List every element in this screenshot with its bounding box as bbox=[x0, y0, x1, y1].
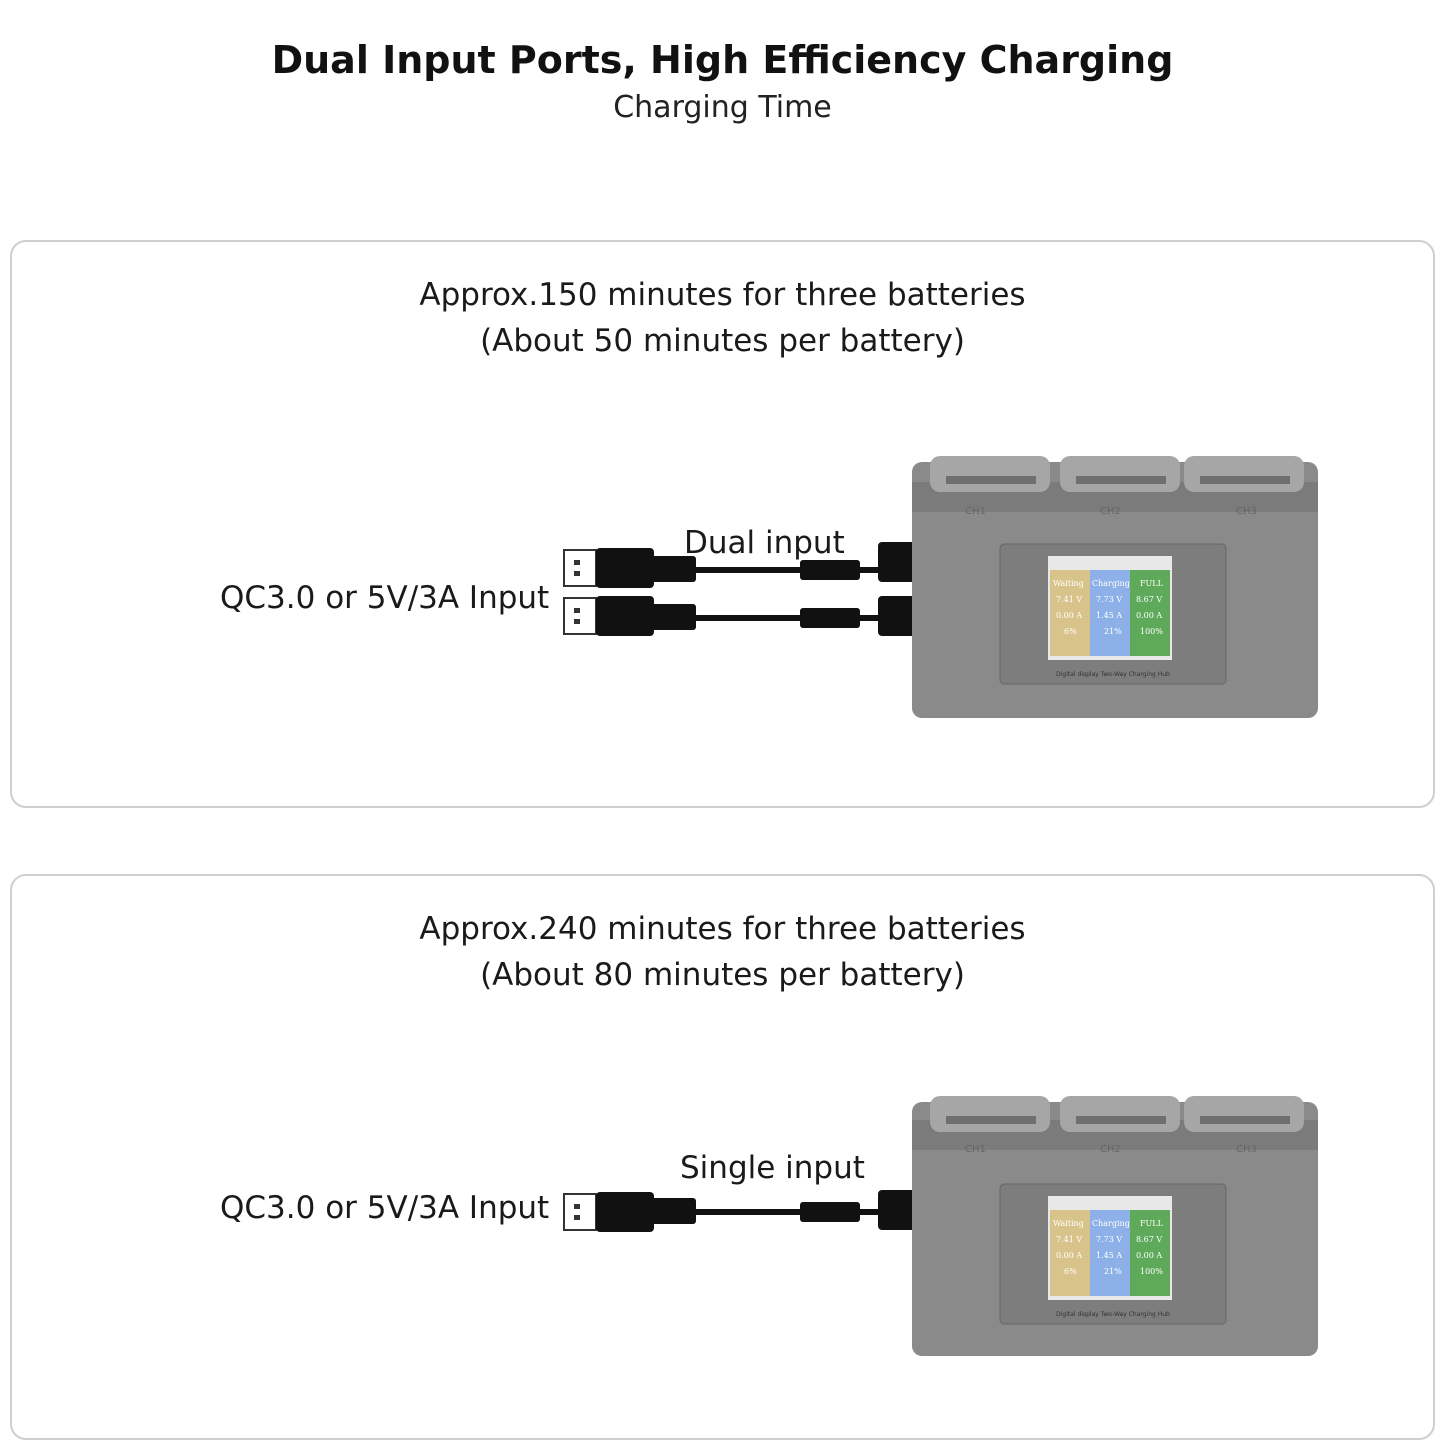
page-subtitle: Charging Time bbox=[613, 90, 832, 125]
screen-percent: 6% bbox=[1064, 627, 1077, 636]
charging-hub-body: CH1 CH2 CH3 Waiting Charging FULL 7.41 V… bbox=[912, 1096, 1318, 1356]
dual-input-panel: Approx.150 minutes for three batteries (… bbox=[10, 240, 1435, 808]
screen-status: Charging bbox=[1092, 579, 1130, 588]
usb-plug-icon bbox=[563, 596, 654, 636]
charging-hub-illustration: CH1 CH2 CH3 Waiting Charging FULL 7.41 V… bbox=[563, 456, 1318, 718]
screen-voltage: 7.41 V bbox=[1056, 595, 1082, 604]
charging-time-total: Approx.150 minutes for three batteries bbox=[419, 277, 1026, 313]
screen-caption: Digital display Two-Way Charging Hub bbox=[1056, 1311, 1170, 1318]
screen-percent: 21% bbox=[1104, 1267, 1122, 1276]
page-title: Dual Input Ports, High Efficiency Chargi… bbox=[271, 38, 1174, 82]
charging-hub-body: CH1 CH2 CH3 Waiting Charging FULL 7.41 V… bbox=[912, 456, 1318, 718]
channel-label: CH3 bbox=[1236, 1144, 1257, 1155]
screen-current: 0.00 A bbox=[1056, 611, 1082, 620]
screen-percent: 21% bbox=[1104, 627, 1122, 636]
screen-status: FULL bbox=[1140, 1219, 1164, 1228]
charging-hub-illustration: CH1 CH2 CH3 Waiting Charging FULL 7.41 V… bbox=[563, 1096, 1318, 1356]
usb-plug-icon bbox=[563, 548, 654, 588]
channel-label: CH2 bbox=[1100, 506, 1121, 517]
screen-current: 0.00 A bbox=[1136, 611, 1162, 620]
screen-percent: 100% bbox=[1140, 627, 1163, 636]
channel-label: CH2 bbox=[1100, 1144, 1121, 1155]
screen-status: FULL bbox=[1140, 579, 1164, 588]
channel-label: CH3 bbox=[1236, 506, 1257, 517]
screen-voltage: 8.67 V bbox=[1136, 595, 1162, 604]
input-mode-label: Dual input bbox=[684, 525, 845, 561]
channel-label: CH1 bbox=[965, 506, 986, 517]
usb-plug-icon bbox=[563, 1192, 654, 1232]
channel-label: CH1 bbox=[965, 1144, 986, 1155]
screen-status: Waiting bbox=[1053, 1219, 1084, 1228]
screen-status: Charging bbox=[1092, 1219, 1130, 1228]
screen-voltage: 7.73 V bbox=[1096, 595, 1122, 604]
input-mode-label: Single input bbox=[680, 1150, 865, 1186]
screen-percent: 100% bbox=[1140, 1267, 1163, 1276]
single-input-panel: Approx.240 minutes for three batteries (… bbox=[10, 874, 1435, 1440]
charging-time-per-battery: (About 80 minutes per battery) bbox=[480, 957, 965, 993]
screen-caption: Digital display Two-Way Charging Hub bbox=[1056, 671, 1170, 678]
screen-voltage: 7.41 V bbox=[1056, 1235, 1082, 1244]
screen-voltage: 7.73 V bbox=[1096, 1235, 1122, 1244]
screen-current: 0.00 A bbox=[1056, 1251, 1082, 1260]
screen-current: 0.00 A bbox=[1136, 1251, 1162, 1260]
charging-time-per-battery: (About 50 minutes per battery) bbox=[480, 323, 965, 359]
screen-voltage: 8.67 V bbox=[1136, 1235, 1162, 1244]
charging-time-description: Approx.150 minutes for three batteries (… bbox=[12, 272, 1433, 364]
charging-time-description: Approx.240 minutes for three batteries (… bbox=[12, 906, 1433, 998]
input-spec-label: QC3.0 or 5V/3A Input bbox=[220, 580, 550, 616]
screen-current: 1.45 A bbox=[1096, 611, 1122, 620]
screen-percent: 6% bbox=[1064, 1267, 1077, 1276]
screen-status: Waiting bbox=[1053, 579, 1084, 588]
charging-time-total: Approx.240 minutes for three batteries bbox=[419, 911, 1026, 947]
input-spec-label: QC3.0 or 5V/3A Input bbox=[220, 1190, 550, 1226]
screen-current: 1.45 A bbox=[1096, 1251, 1122, 1260]
